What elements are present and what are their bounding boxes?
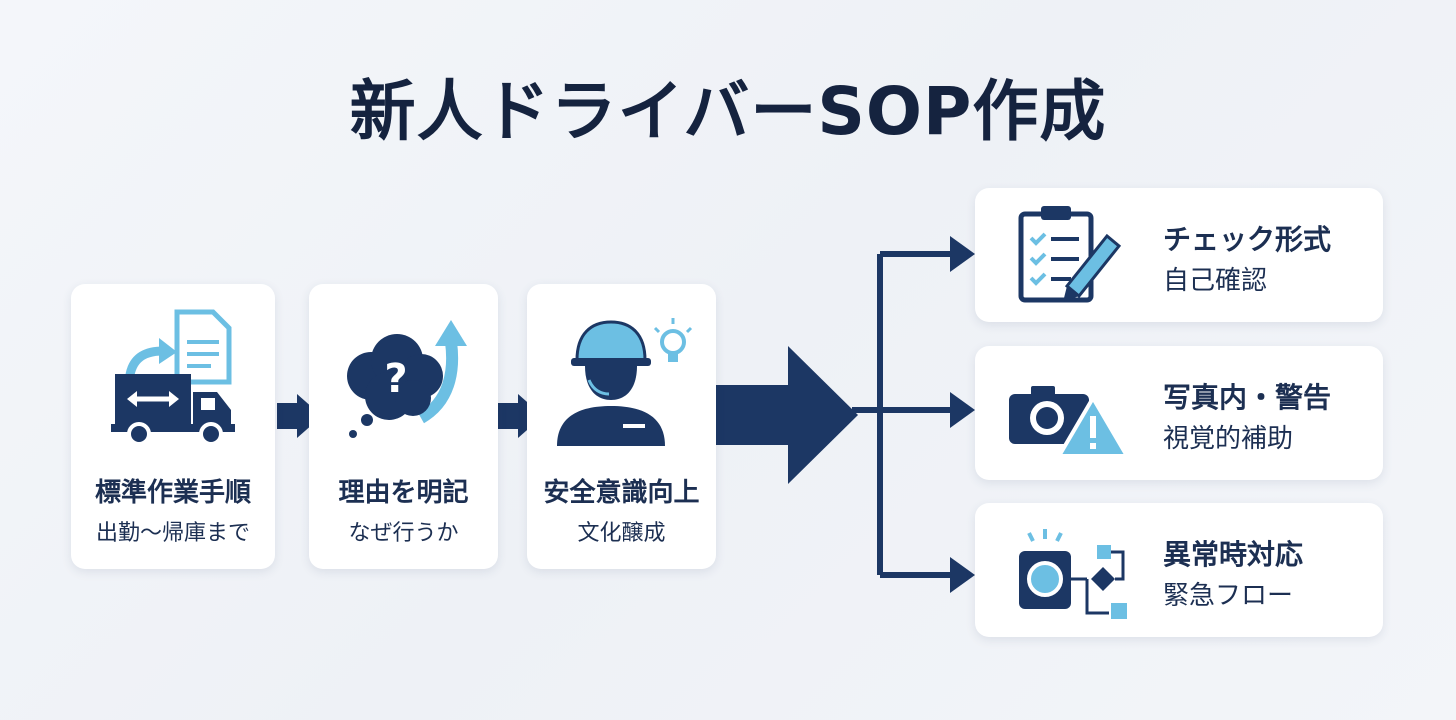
arrow-step2-to-step3	[498, 403, 520, 429]
output-card-checklist: チェック形式 自己確認	[975, 188, 1383, 322]
step-card-standard-procedure: 標準作業手順 出勤〜帰庫まで	[71, 284, 275, 569]
step-sub-label: 文化醸成	[577, 521, 666, 546]
step-sub-label: 出勤〜帰庫まで	[95, 521, 250, 546]
step-main-label: 標準作業手順	[94, 478, 251, 508]
step-card-safety: 安全意識向上 文化醸成	[527, 284, 716, 569]
output-card-photo-warning: 写真内・警告 視覚的補助	[975, 346, 1383, 480]
safety-helmet-worker-icon	[527, 306, 716, 446]
alarm-flowchart-icon	[1005, 517, 1135, 621]
step-card-reason: ? 理由を明記 なぜ行うか	[309, 284, 498, 569]
arrow-branch-1	[950, 236, 975, 272]
arrow-main	[716, 385, 790, 445]
arrow-step1-to-step2	[277, 403, 299, 429]
step-sub-label: なぜ行うか	[348, 521, 459, 546]
arrow-branch-3	[950, 557, 975, 593]
output-sub-label: 視覚的補助	[1163, 424, 1294, 454]
page-title: 新人ドライバーSOP作成	[349, 73, 1107, 150]
output-main-label: 写真内・警告	[1163, 381, 1332, 414]
camera-warning-icon	[1005, 360, 1135, 464]
truck-document-icon	[71, 306, 275, 446]
arrow-branch-2	[950, 392, 975, 428]
question-cloud-icon: ?	[309, 306, 498, 446]
output-card-emergency: 異常時対応 緊急フロー	[975, 503, 1383, 637]
output-sub-label: 自己確認	[1163, 266, 1268, 296]
step-main-label: 安全意識向上	[543, 478, 700, 508]
output-main-label: チェック形式	[1163, 223, 1332, 256]
step-main-label: 理由を明記	[338, 478, 469, 508]
svg-text:?: ?	[384, 356, 407, 402]
output-sub-label: 緊急フロー	[1163, 581, 1294, 611]
checklist-clipboard-icon	[1005, 202, 1135, 306]
output-main-label: 異常時対応	[1163, 538, 1304, 571]
